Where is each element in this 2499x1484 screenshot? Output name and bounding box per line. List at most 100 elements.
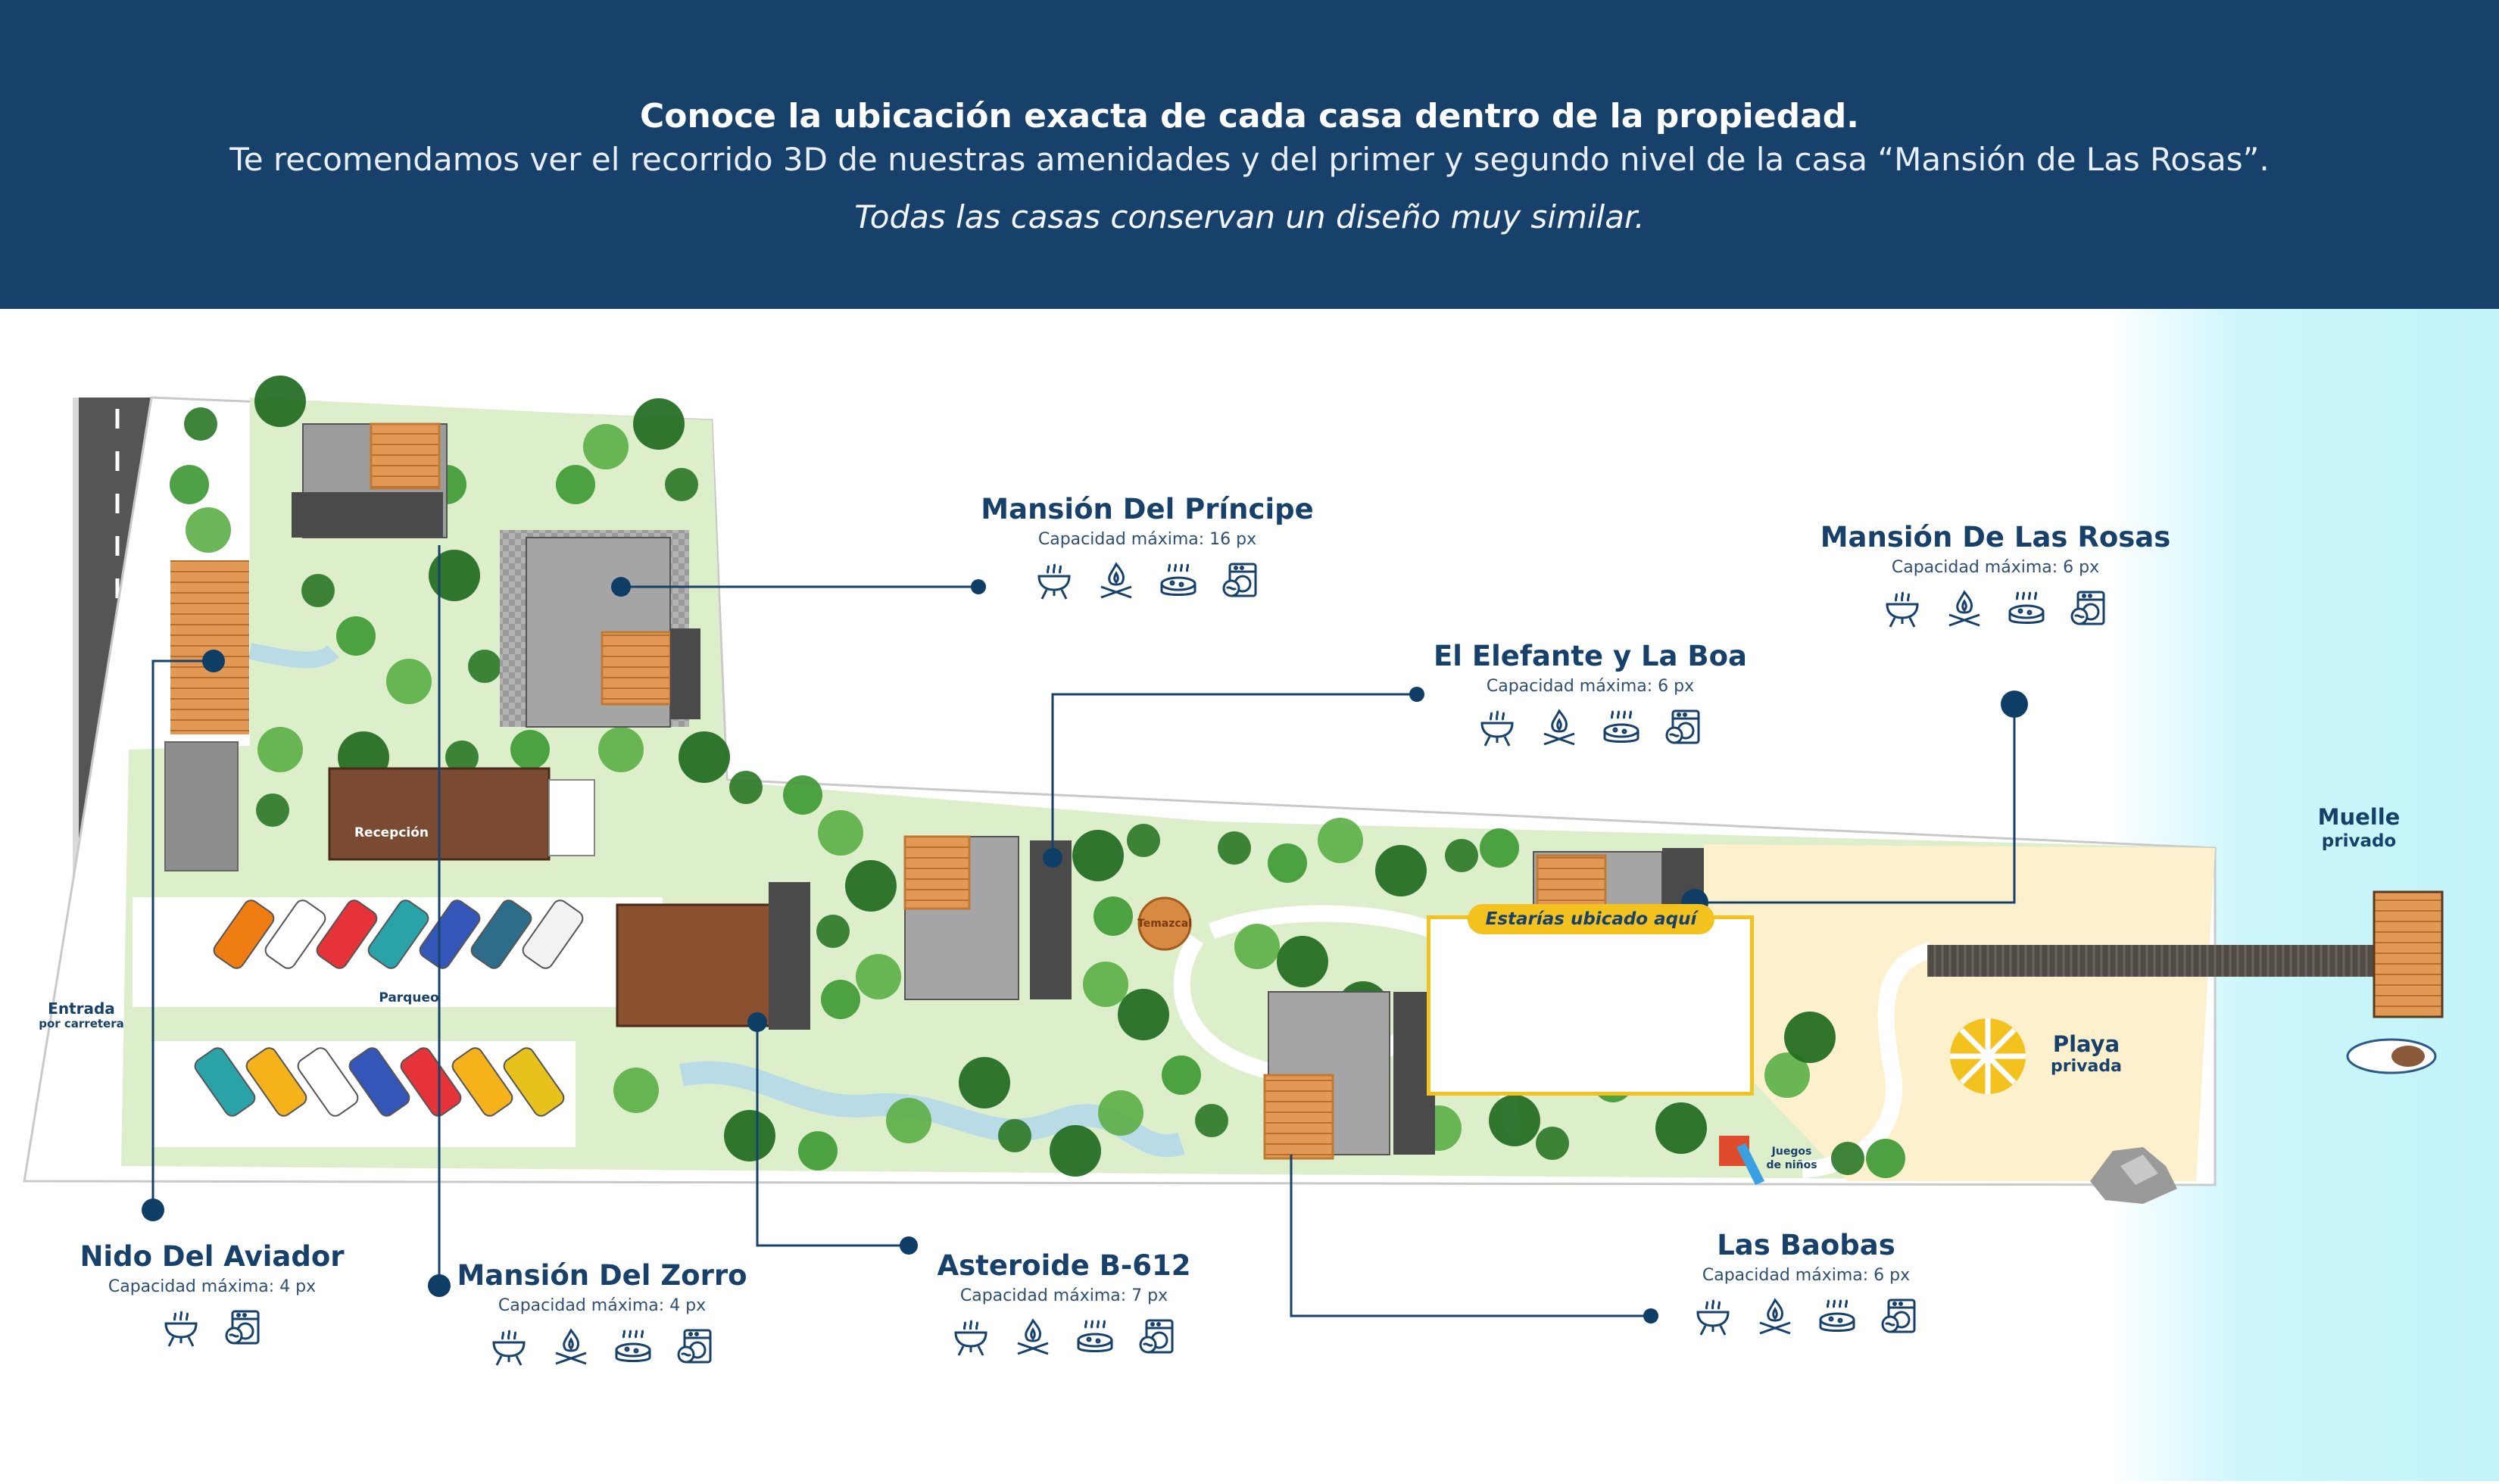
campfire-icon [1095, 560, 1137, 605]
campfire-icon [1943, 588, 1986, 633]
house-capacity: Capacidad máxima: 4 px [498, 1296, 707, 1315]
house-label-elefante[interactable]: El Elefante y La Boa Capacidad máxima: 6… [1430, 640, 1750, 752]
reception-label: Recepción [354, 825, 429, 840]
house-label-asteroide[interactable]: Asteroide B-612 Capacidad máxima: 7 px [894, 1249, 1234, 1361]
house-nido-del-aviador [170, 560, 249, 734]
amenity-icons [1802, 588, 2189, 633]
tree [729, 771, 763, 804]
tree [556, 465, 595, 504]
house-label-aviador[interactable]: Nido Del Aviador Capacidad máxima: 4 px [45, 1240, 379, 1352]
marker-zorro-building [747, 1012, 767, 1032]
grill-icon [1476, 706, 1518, 752]
you-are-here-badge: Estarías ubicado aquí [1468, 904, 1714, 934]
car [419, 899, 481, 969]
tree [583, 424, 629, 469]
tree [1866, 1139, 1905, 1178]
tree [1195, 1104, 1228, 1137]
house-label-principe[interactable]: Mansión Del Príncipe Capacidad máxima: 1… [954, 493, 1340, 605]
house-label-zorro[interactable]: Mansión Del Zorro Capacidad máxima: 4 px [424, 1259, 780, 1371]
rocks [2090, 1147, 2177, 1204]
kids-sublabel: de niños [1766, 1159, 1817, 1171]
amenity-icons [424, 1326, 780, 1371]
car [400, 1047, 462, 1117]
house-name: Nido Del Aviador [80, 1240, 345, 1273]
jacuzzi-icon [1157, 560, 1200, 605]
temazcal-label: Temazcal [1137, 918, 1192, 930]
car [213, 899, 275, 969]
parking-label: Parqueo [379, 990, 439, 1005]
roof-2 [670, 628, 700, 719]
marker-aviador-label [142, 1199, 164, 1221]
deck-2 [601, 631, 672, 706]
tree [468, 650, 501, 683]
deck [370, 422, 441, 490]
tree [186, 507, 231, 553]
header-banner: Conoce la ubicación exacta de cada casa … [0, 0, 2499, 309]
house-name: Asteroide B-612 [937, 1249, 1191, 1282]
grill-icon [1692, 1295, 1734, 1341]
tree [1234, 924, 1280, 969]
tree [256, 793, 289, 827]
jacuzzi-icon [612, 1326, 654, 1371]
car [264, 899, 326, 969]
tree [170, 465, 209, 504]
campfire-icon [1012, 1316, 1054, 1361]
tree [1118, 989, 1169, 1040]
carport [164, 741, 239, 871]
tree [856, 954, 901, 999]
tree [1655, 1102, 1707, 1154]
tree [818, 810, 863, 856]
house-label-baobas[interactable]: Las Baobas Capacidad máxima: 6 px [1639, 1229, 1973, 1341]
tree [1277, 936, 1328, 987]
roof-3 [769, 882, 810, 1030]
tree [613, 1068, 659, 1113]
tree [1072, 830, 1124, 881]
amenity-icons [45, 1307, 379, 1352]
marker-asteroide-building [1043, 848, 1062, 868]
tree [1127, 824, 1160, 857]
house-capacity: Capacidad máxima: 4 px [108, 1277, 317, 1296]
tree [821, 980, 860, 1019]
marker-zorro-label [428, 1274, 451, 1297]
marker-nido-del-aviador [202, 650, 225, 672]
car [297, 1047, 359, 1117]
laundry-icon [674, 1326, 716, 1371]
amenity-icons [894, 1316, 1234, 1361]
tree [1318, 818, 1363, 863]
car [367, 899, 429, 969]
amenity-icons [1430, 706, 1750, 752]
tree [816, 915, 850, 948]
grill-icon [1881, 588, 1923, 633]
car [470, 899, 532, 969]
house-name: Mansión Del Príncipe [981, 493, 1314, 525]
jacuzzi-icon [2005, 588, 2048, 633]
tree [1489, 1095, 1540, 1146]
entrance-sublabel: por carretera [39, 1017, 124, 1030]
marker-baobas-label [1643, 1308, 1658, 1323]
pier-sublabel: privado [2321, 831, 2397, 851]
current-house-highlight [1427, 915, 1754, 1096]
tree [1831, 1142, 1864, 1175]
parked-cars [194, 899, 584, 1117]
house-mansion-del-zorro [616, 903, 774, 1027]
tree [633, 398, 685, 450]
tree [998, 1119, 1031, 1152]
laundry-icon [1136, 1316, 1178, 1361]
tree [510, 730, 550, 769]
house-capacity: Capacidad máxima: 6 px [1702, 1266, 1911, 1285]
grill-icon [488, 1326, 530, 1371]
tree [845, 860, 897, 912]
boat-seat [2391, 1046, 2425, 1067]
tree [257, 727, 303, 772]
tree [1268, 843, 1307, 883]
beach-label: Playa [2052, 1031, 2120, 1057]
tree [1445, 839, 1478, 872]
house-label-rosas[interactable]: Mansión De Las Rosas Capacidad máxima: 6… [1802, 521, 2189, 633]
tree [783, 775, 822, 815]
tree [679, 731, 730, 783]
reception-annex [548, 779, 595, 856]
campfire-icon [1538, 706, 1580, 752]
pier-label: Muelle [2317, 804, 2401, 830]
grill-icon [1033, 560, 1075, 605]
marker-rosas-label [2001, 691, 2028, 718]
